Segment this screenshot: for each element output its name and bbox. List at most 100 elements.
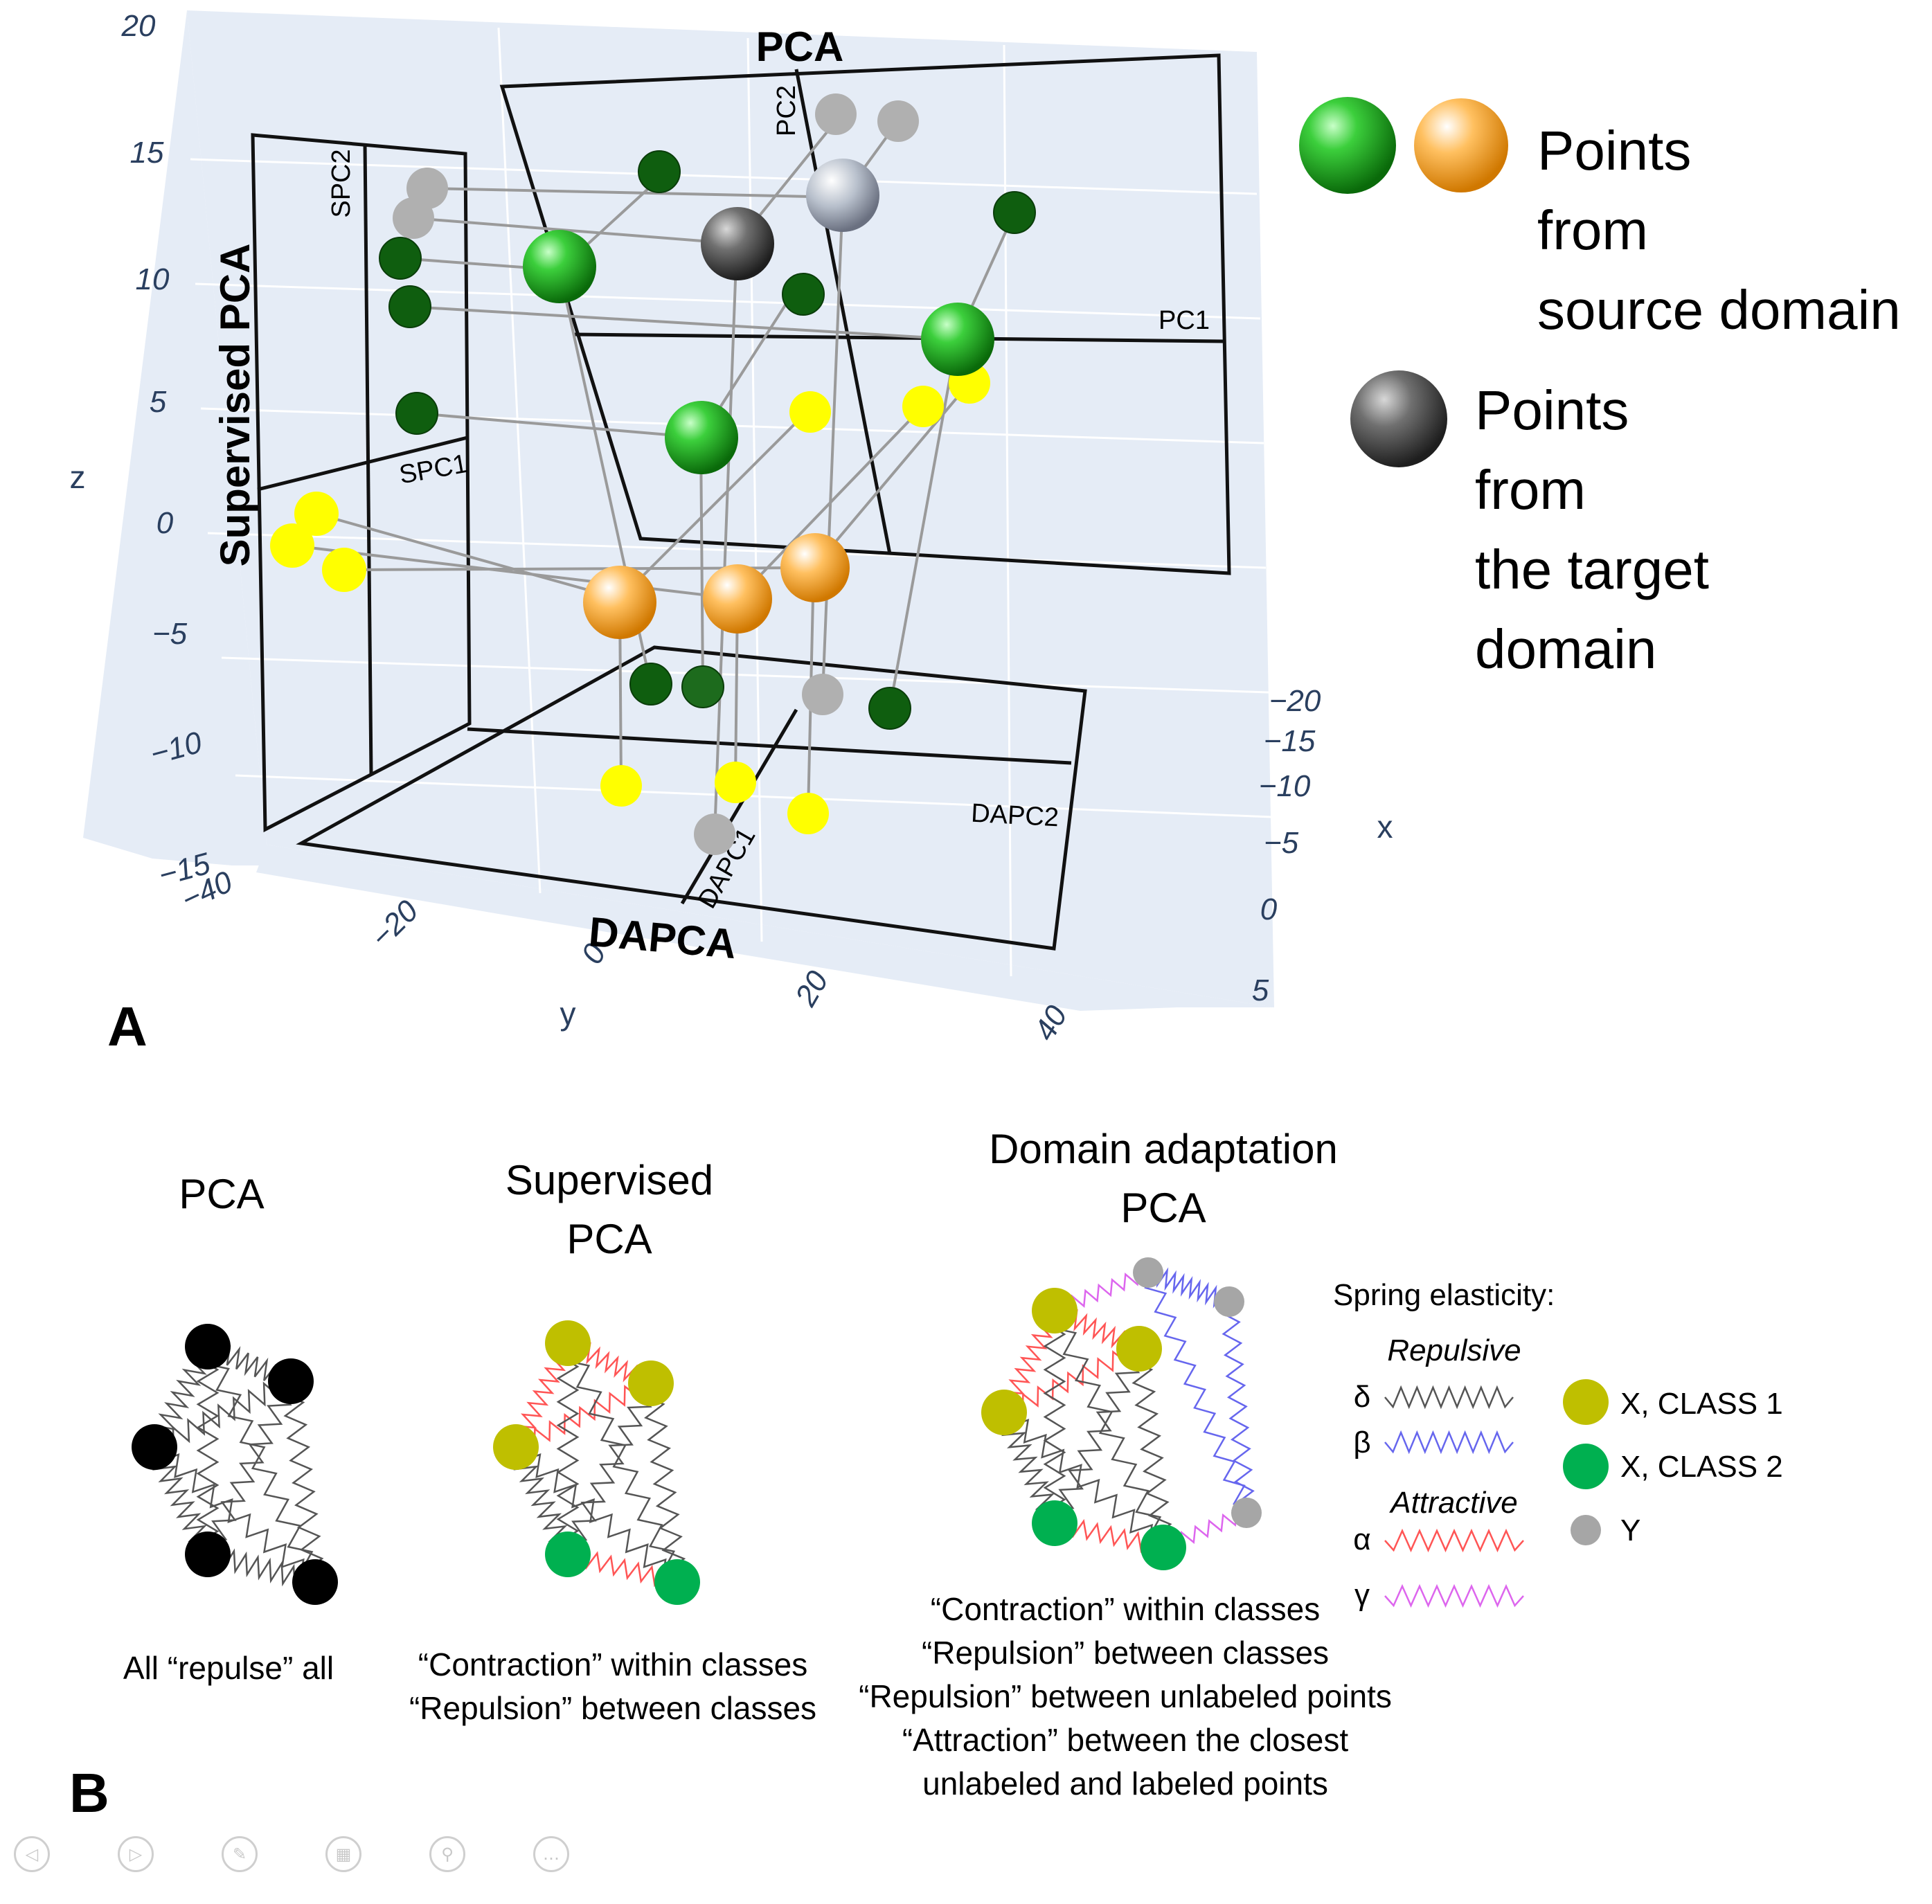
target-spheres	[701, 159, 879, 280]
repulsive-spring	[1043, 1310, 1066, 1524]
spca-points	[493, 1320, 700, 1605]
repulsive-spring	[1003, 1412, 1164, 1549]
legend-orange-sphere	[1414, 98, 1508, 192]
more-icon[interactable]: …	[533, 1836, 569, 1872]
y-label: Y	[1620, 1514, 1640, 1547]
zoom-icon[interactable]: ⚲	[429, 1836, 465, 1872]
z-tick: 10	[136, 262, 170, 296]
pen-icon[interactable]: ✎	[222, 1836, 258, 1872]
x-tick: 5	[1252, 973, 1269, 1007]
legend-target-line: domain	[1475, 618, 1656, 680]
beta-symbol: β	[1353, 1426, 1370, 1460]
dapca-caption: “Repulsion” between classes	[922, 1635, 1329, 1671]
dapca-caption: “Attraction” between the closest	[902, 1722, 1349, 1758]
attractive-spring	[515, 1378, 652, 1450]
repulsive-label: Repulsive	[1387, 1333, 1521, 1367]
panel-b-letter: B	[69, 1762, 109, 1824]
pca-heading: PCA	[179, 1171, 264, 1217]
pca-points	[132, 1324, 338, 1605]
pca-plane	[499, 53, 1231, 575]
z-tick: 0	[156, 506, 174, 540]
alpha-symbol: α	[1353, 1523, 1370, 1556]
dapc2-label: DAPC2	[970, 799, 1059, 833]
legend-source-line: Points	[1537, 120, 1691, 181]
key-springs	[1384, 1385, 1524, 1608]
delta-spring	[1384, 1385, 1514, 1410]
projection-planes	[251, 53, 1231, 951]
x-tick: −15	[1264, 724, 1316, 758]
dapca-points	[981, 1257, 1262, 1570]
spring-key-title: Spring elasticity:	[1333, 1278, 1555, 1312]
slides-icon[interactable]: ▦	[325, 1836, 361, 1872]
spc1-axis	[257, 435, 468, 492]
pc1-axis	[574, 332, 1225, 343]
legend-gray-sphere	[1350, 370, 1447, 467]
spca-springs	[508, 1337, 686, 1590]
dapca-heading: Domain adaptation	[989, 1126, 1338, 1172]
panel-b: PCA Supervised PCA Domain adaptation PCA…	[69, 1126, 1783, 1824]
repulsive-spring	[1050, 1310, 1164, 1549]
projected-points	[379, 150, 1036, 730]
z-tick: −5	[152, 617, 188, 651]
source-spheres	[523, 230, 994, 639]
unlabeled-repulsive-spring	[1220, 1301, 1255, 1514]
dapca-caption: “Contraction” within classes	[931, 1591, 1320, 1627]
repulsive-spring	[1129, 1348, 1172, 1548]
y-tick: −20	[364, 894, 425, 955]
next-icon[interactable]: ▷	[118, 1836, 154, 1872]
dapca-caption: “Repulsion” between unlabeled points	[859, 1678, 1392, 1714]
x-axis-name: x	[1377, 809, 1393, 845]
y-tick: 20	[788, 965, 835, 1012]
class1-label: X, CLASS 1	[1620, 1387, 1783, 1421]
repulsive-spring	[281, 1381, 324, 1583]
repulsive-spring	[564, 1342, 678, 1583]
x-axis-ticks: −20 −15 −10 −5 0 5 x	[1252, 684, 1393, 1007]
left-pane	[83, 10, 267, 865]
panel-a-letter: A	[107, 996, 147, 1057]
floor-pane	[256, 845, 1274, 1011]
dapca-heading: PCA	[1120, 1185, 1206, 1231]
repulsive-spring	[204, 1346, 316, 1583]
repulsive-spring	[202, 1380, 292, 1555]
spring-key: Spring elasticity: Repulsive δ β Attract…	[1333, 1278, 1555, 1612]
previous-icon[interactable]: ◁	[14, 1836, 50, 1872]
legend-target-line: from	[1475, 459, 1586, 521]
y-swatch	[1571, 1515, 1601, 1545]
pc1-label: PC1	[1159, 306, 1210, 335]
spca-heading: Supervised	[506, 1157, 713, 1203]
spca-caption: “Contraction” within classes	[418, 1646, 807, 1682]
z-tick: 20	[121, 9, 156, 43]
spc2-label: SPC2	[327, 149, 356, 217]
dapca-plane	[296, 645, 1087, 951]
attractive-label: Attractive	[1388, 1486, 1517, 1520]
x-tick: 0	[1260, 892, 1278, 926]
legend-source-line: from	[1537, 199, 1648, 261]
dapc2-axis	[467, 727, 1072, 765]
attractive-spring	[1003, 1343, 1140, 1415]
dapc1-axis	[680, 708, 798, 905]
alpha-spring	[1384, 1528, 1524, 1553]
spca-plane-title: Supervised PCA	[212, 244, 258, 567]
legend-source-line: source domain	[1537, 279, 1901, 341]
projected-target-points	[393, 93, 919, 855]
repulsive-spring	[556, 1342, 580, 1555]
unlabeled-repulsive-spring	[1144, 1272, 1247, 1514]
repulsive-spring	[641, 1383, 686, 1583]
panel-a: 20 15 10 5 0 −5 −10 −15 z −40 −20 0 20 4…	[70, 9, 1901, 1057]
gamma-symbol: γ	[1354, 1578, 1370, 1612]
z-axis-name: z	[70, 459, 86, 495]
y-axis-name: y	[560, 996, 576, 1032]
dapca-caption: unlabeled and labeled points	[922, 1766, 1328, 1802]
class2-label: X, CLASS 2	[1620, 1450, 1783, 1484]
repulsive-spring	[562, 1382, 652, 1555]
spc2-axis	[363, 143, 373, 775]
spca-heading: PCA	[566, 1216, 652, 1262]
z-tick: 5	[150, 385, 167, 419]
repulsive-spring	[153, 1374, 292, 1451]
legend-green-sphere	[1299, 97, 1396, 194]
point-key: X, CLASS 1 X, CLASS 2 Y	[1563, 1379, 1783, 1547]
pca-plane-title: PCA	[756, 24, 844, 70]
z-tick: 15	[130, 136, 164, 170]
pca-caption: All “repulse” all	[123, 1650, 334, 1686]
